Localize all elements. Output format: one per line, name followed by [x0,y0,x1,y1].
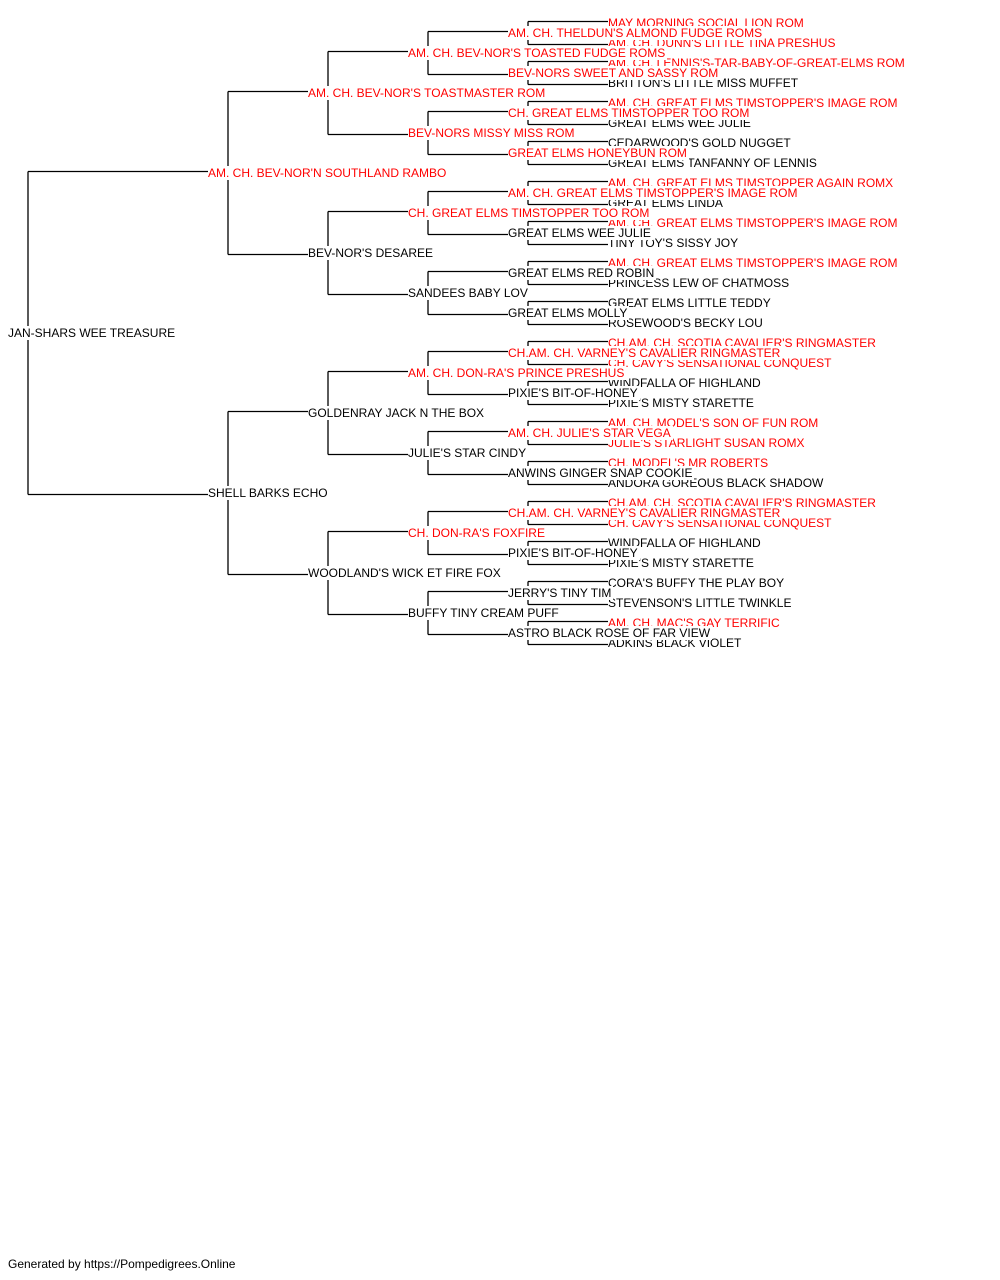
dog-name-gen5: AM. CH. GREAT ELMS TIMSTOPPER'S IMAGE RO… [608,216,900,230]
dog-name-gen5: PIXIE'S MISTY STARETTE [608,556,756,570]
dog-name-gen3: CH. GREAT ELMS TIMSTOPPER TOO ROM [408,206,652,220]
dog-name-gen4: JERRY'S TINY TIM [508,586,614,600]
dog-name-gen4: GREAT ELMS MOLLY [508,306,630,320]
dog-name-gen4: AM. CH. JULIE'S STAR VEGA [508,426,673,440]
dog-name-gen1: AM. CH. BEV-NOR'N SOUTHLAND RAMBO [208,166,449,180]
dog-name-gen5: STEVENSON'S LITTLE TWINKLE [608,596,794,610]
dog-name-gen4: GREAT ELMS WEE JULIE [508,226,653,240]
dog-name-gen4: CH.AM. CH. VARNEY'S CAVALIER RINGMASTER [508,346,783,360]
dog-name-gen5: PIXIE'S MISTY STARETTE [608,396,756,410]
dog-name-gen5: ROSEWOOD'S BECKY LOU [608,316,765,330]
dog-name-gen4: GREAT ELMS RED ROBIN [508,266,657,280]
dog-name-gen5: WINDFALLA OF HIGHLAND [608,376,763,390]
dog-name-gen2: GOLDENRAY JACK N THE BOX [308,406,487,420]
dog-name-gen4: PIXIE'S BIT-OF-HONEY [508,386,640,400]
dog-name-gen4: CH. GREAT ELMS TIMSTOPPER TOO ROM [508,106,752,120]
dog-name-gen4: ASTRO BLACK ROSE OF FAR VIEW [508,626,713,640]
dog-name-gen3: AM. CH. DON-RA'S PRINCE PRESHUS [408,366,627,380]
dog-name-gen3: BEV-NORS MISSY MISS ROM [408,126,577,140]
dog-name-gen4: AM. CH. GREAT ELMS TIMSTOPPER'S IMAGE RO… [508,186,800,200]
dog-name-gen4: AM. CH. THELDUN'S ALMOND FUDGE ROMS [508,26,765,40]
dog-name-gen3: AM. CH. BEV-NOR'S TOASTED FUDGE ROMS [408,46,668,60]
dog-name-gen3: SANDEES BABY LOV [408,286,530,300]
dog-name-gen4: BEV-NORS SWEET AND SASSY ROM [508,66,721,80]
dog-name-gen0: JAN-SHARS WEE TREASURE [8,326,178,340]
dog-name-gen4: GREAT ELMS HONEYBUN ROM [508,146,689,160]
dog-name-gen4: PIXIE'S BIT-OF-HONEY [508,546,640,560]
dog-name-gen5: AM. CH. GREAT ELMS TIMSTOPPER'S IMAGE RO… [608,256,900,270]
dog-name-gen1: SHELL BARKS ECHO [208,486,330,500]
dog-name-gen4: CH.AM. CH. VARNEY'S CAVALIER RINGMASTER [508,506,783,520]
dog-name-gen4: ANWINS GINGER SNAP COOKIE [508,466,695,480]
dog-name-gen3: JULIE'S STAR CINDY [408,446,529,460]
dog-name-gen2: WOODLAND'S WICK ET FIRE FOX [308,566,503,580]
dog-name-gen3: BUFFY TINY CREAM PUFF [408,606,561,620]
dog-name-gen3: CH. DON-RA'S FOXFIRE [408,526,547,540]
dog-name-gen5: CORA'S BUFFY THE PLAY BOY [608,576,787,590]
dog-name-gen2: AM. CH. BEV-NOR'S TOASTMASTER ROM [308,86,548,100]
dog-name-gen5: WINDFALLA OF HIGHLAND [608,536,763,550]
dog-name-gen2: BEV-NOR'S DESAREE [308,246,435,260]
dog-name-gen5: GREAT ELMS LITTLE TEDDY [608,296,773,310]
generated-by-footer: Generated by https://Pompedigrees.Online [8,1257,236,1271]
